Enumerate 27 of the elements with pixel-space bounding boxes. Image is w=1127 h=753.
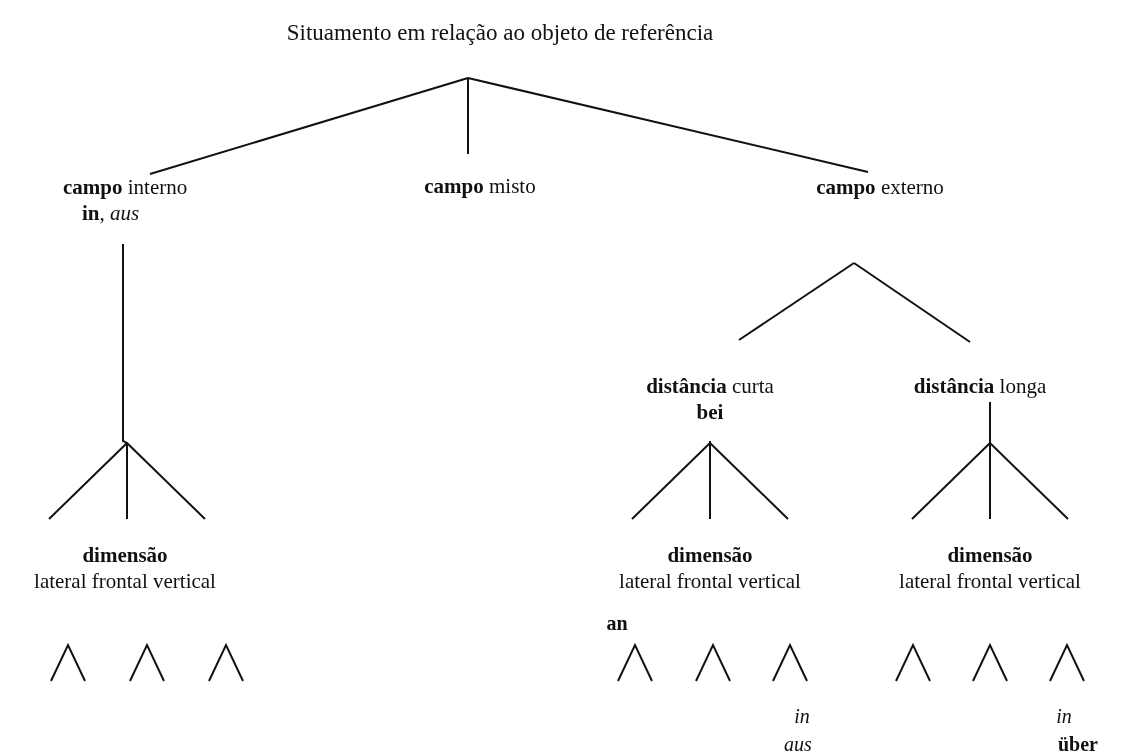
tree-node-label: distância curta [646,374,774,399]
tree-node-label: lateral frontal vertical [899,569,1081,594]
tree-node-label: lateral frontal vertical [619,569,801,594]
tree-node-label: distância longa [913,374,1047,399]
tree-line [738,262,855,341]
preposition-label: in [1056,706,1072,726]
tree-line [467,77,869,173]
preposition-label: aus [784,734,812,753]
tree-line [149,77,469,175]
tree-node-label: dimensão [667,543,753,568]
tree-node-label: lateral frontal vertical [34,569,216,594]
tree-node-label: in, aus [82,201,140,226]
tree-node-label: campo misto [424,174,536,199]
tree-node-label: campo interno [63,175,188,200]
tree-branch [911,401,1069,520]
tree-branch [48,243,206,520]
tree-node-label: dimensão [82,543,168,568]
tree-node-label: bei [696,400,724,425]
preposition-label: in [794,706,810,726]
preposition-label: über [1058,734,1098,753]
tree-node-label: dimensão [947,543,1033,568]
tree-root-label: Situamento em relação ao objeto de referência [286,20,714,47]
tree-line [853,262,971,343]
tree-node-label: campo externo [816,175,944,200]
tree-branch [631,440,789,520]
tree-line [467,77,469,155]
preposition-label: an [606,613,628,633]
